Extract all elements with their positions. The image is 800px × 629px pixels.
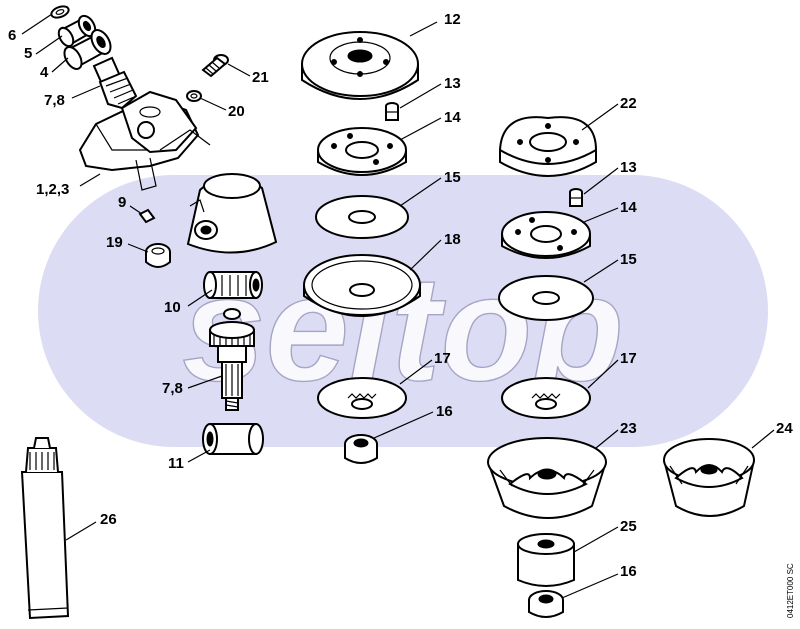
label-21: 21 bbox=[252, 69, 269, 86]
part-20-washer bbox=[186, 90, 202, 102]
part-25-sleeve bbox=[517, 533, 575, 587]
label-10: 10 bbox=[164, 299, 181, 316]
label-9: 9 bbox=[118, 194, 126, 211]
part-13-screw-middle bbox=[385, 102, 399, 121]
part-6-snap-ring bbox=[50, 5, 70, 19]
part-1-2-3-gear-housing bbox=[78, 90, 211, 191]
label-22: 22 bbox=[620, 95, 637, 112]
label-14: 14 bbox=[444, 109, 461, 126]
part-11-ball-bearing bbox=[202, 423, 264, 455]
label-13: 13 bbox=[444, 75, 461, 92]
part-13-screw-right bbox=[569, 188, 583, 207]
part-12-thrust-plate bbox=[301, 31, 419, 100]
label-15: 15 bbox=[444, 169, 461, 186]
label-4: 4 bbox=[40, 64, 49, 81]
part-10-ball-bearing bbox=[203, 271, 263, 299]
part-7-8-gear-shaft bbox=[209, 308, 255, 411]
label-7-8: 7,8 bbox=[44, 92, 65, 109]
leader-lines bbox=[21, 13, 775, 599]
part-15-washer-right bbox=[498, 275, 594, 321]
part-22-thrust-plate bbox=[498, 116, 598, 177]
label-20: 20 bbox=[228, 103, 245, 120]
label-16: 16 bbox=[620, 563, 637, 580]
label-17: 17 bbox=[620, 350, 637, 367]
label-12: 12 bbox=[444, 11, 461, 28]
label-5: 5 bbox=[24, 45, 32, 62]
label-6: 6 bbox=[8, 27, 16, 44]
part-number-labels: 12 13 14 15 18 17 16 22 13 14 15 17 23 2… bbox=[8, 11, 793, 580]
part-19-plug-screw bbox=[145, 243, 171, 268]
part-18-guard-plate bbox=[303, 254, 421, 317]
part-23-rider-plate bbox=[487, 437, 607, 519]
label-25: 25 bbox=[620, 518, 637, 535]
label-15: 15 bbox=[620, 251, 637, 268]
part-17-thrust-washer-right bbox=[501, 377, 591, 419]
part-gear-housing-cap bbox=[186, 173, 278, 254]
part-24-rider-plate bbox=[663, 438, 755, 517]
part-7-8-bevel-pinion-upper bbox=[92, 56, 138, 110]
label-1-2-3: 1,2,3 bbox=[36, 181, 69, 198]
part-21-screw bbox=[201, 54, 229, 78]
label-18: 18 bbox=[444, 231, 461, 248]
label-23: 23 bbox=[620, 420, 637, 437]
part-16-mowing-head-nut-middle bbox=[344, 434, 378, 464]
part-14-thrust-plate-right bbox=[501, 211, 591, 259]
part-16-mowing-head-nut-right bbox=[528, 590, 564, 618]
label-17: 17 bbox=[434, 350, 451, 367]
part-26-grease-tube bbox=[20, 437, 70, 620]
label-7-8: 7,8 bbox=[162, 380, 183, 397]
part-14-thrust-plate-middle bbox=[317, 127, 407, 176]
part-15-washer-middle bbox=[315, 195, 409, 239]
label-13: 13 bbox=[620, 159, 637, 176]
label-19: 19 bbox=[106, 234, 123, 251]
label-11: 11 bbox=[168, 455, 184, 472]
label-24: 24 bbox=[776, 420, 793, 437]
drawing-code: 0412ET000 SC bbox=[786, 563, 795, 618]
label-26: 26 bbox=[100, 511, 117, 528]
label-14: 14 bbox=[620, 199, 637, 216]
part-17-thrust-washer-middle bbox=[317, 377, 407, 419]
part-9-plug bbox=[138, 208, 156, 224]
label-16: 16 bbox=[436, 403, 453, 420]
part-4-ball-bearing bbox=[63, 29, 112, 70]
